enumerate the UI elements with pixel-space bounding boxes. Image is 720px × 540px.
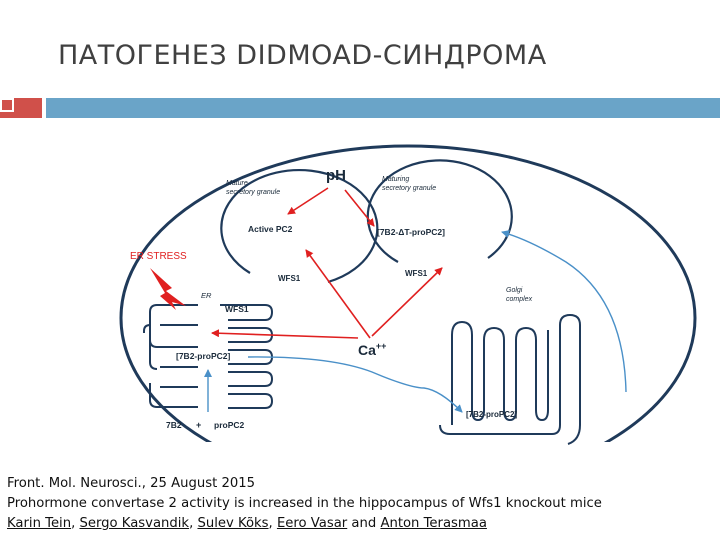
author-link-2[interactable]: Sergo Kasvandik <box>79 516 189 531</box>
active-pc2-label: Active PC2 <box>248 224 293 234</box>
propc2-label: proPC2 <box>214 420 245 430</box>
mature-granule-label-2: secretory granule <box>226 189 280 196</box>
golgi-complex <box>440 315 580 444</box>
wfs1-maturing-label: WFS1 <box>405 269 428 278</box>
reference-block: Front. Mol. Neurosci., 25 August 2015 Pr… <box>7 474 713 534</box>
author-link-5[interactable]: Anton Terasmaa <box>380 516 486 531</box>
cell-membrane <box>121 146 695 490</box>
ca-label: Ca++ <box>358 341 386 358</box>
maturing-granule-label-2: secretory granule <box>382 185 436 192</box>
maturing-granule-label-1: Maturing <box>382 176 409 183</box>
author-link-1[interactable]: Karin Tein <box>7 516 71 531</box>
author-link-4[interactable]: Eero Vasar <box>277 516 347 531</box>
b7b2-label: 7B2 <box>166 420 182 430</box>
wfs1-mature-label: WFS1 <box>278 274 301 283</box>
reference-authors: Karin Tein, Sergo Kasvandik, Sulev Kõks,… <box>7 514 713 534</box>
ph-label: pH <box>326 167 346 184</box>
ca-arrows <box>212 250 442 338</box>
complex-7b2-dt-propc2-label: [7B2-ΔT-proPC2] <box>377 227 445 237</box>
er-7b2-propc2-label: [7B2-proPC2] <box>176 351 230 361</box>
golgi-label-1: Golgi <box>506 287 523 294</box>
er-label: ER <box>201 291 212 300</box>
er-stress-lightning-icon <box>150 268 186 310</box>
golgi-label-2: complex <box>506 296 533 303</box>
er-stress-label: ER STRESS <box>130 251 187 262</box>
plus-label: + <box>196 420 201 430</box>
reference-journal: Front. Mol. Neurosci., 25 August 2015 <box>7 474 713 494</box>
mature-granule-label-1: Mature <box>226 180 248 187</box>
author-link-3[interactable]: Sulev Kõks <box>197 516 268 531</box>
wfs1-er-label: WFS1 <box>225 304 249 314</box>
golgi-7b2-propc2-label: [7B2-proPC2] <box>466 410 517 419</box>
reference-article-title: Prohormone convertase 2 activity is incr… <box>7 494 713 514</box>
